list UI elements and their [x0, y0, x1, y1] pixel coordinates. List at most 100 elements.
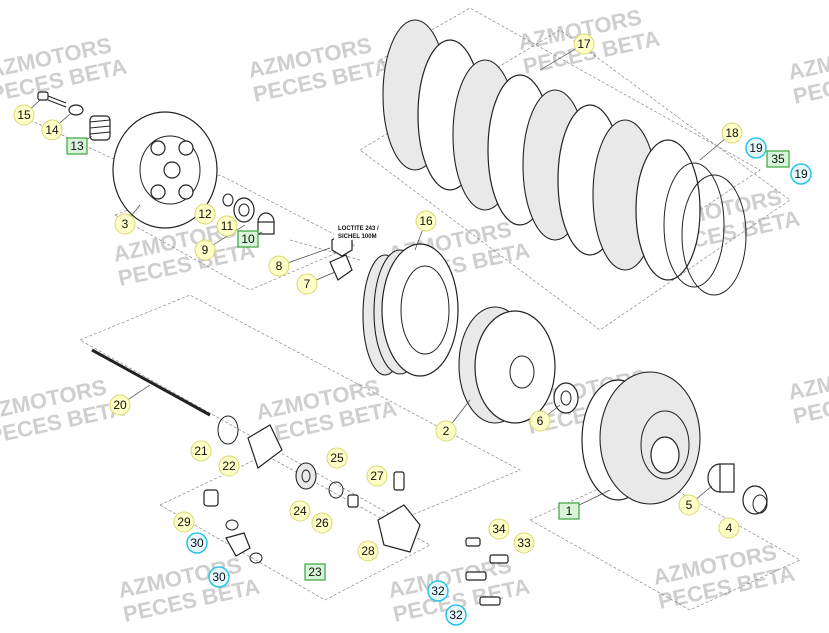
- callout-25: 25: [326, 447, 348, 469]
- bearing-part-11: [233, 197, 255, 223]
- callout-24-label: 24: [293, 504, 307, 518]
- callout-5: 5: [678, 494, 700, 516]
- callouts: 1 2 3 4 5 6 7 8 9 10 11 12 13 14 15 16 1…: [13, 33, 812, 626]
- callout-12: 12: [194, 203, 216, 225]
- callout-30b-label: 30: [212, 570, 226, 584]
- washer-part-14: [68, 104, 84, 116]
- loctite-note-line1: LOCTITE 243 /: [338, 226, 379, 232]
- callout-4: 4: [718, 517, 740, 539]
- callout-32b: 32: [445, 604, 467, 626]
- callout-33: 33: [513, 532, 535, 554]
- callout-9: 9: [194, 239, 216, 261]
- callout-24: 24: [289, 500, 311, 522]
- washer-part-30b: [249, 552, 263, 564]
- callout-30a: 30: [186, 532, 208, 554]
- callout-18-label: 18: [725, 126, 739, 140]
- callout-13: 13: [66, 137, 88, 155]
- callout-7: 7: [296, 273, 318, 295]
- callout-6-label: 6: [537, 414, 544, 428]
- pushrod-part-10: [257, 212, 275, 235]
- callout-11: 11: [216, 215, 238, 237]
- callout-19b-label: 19: [794, 167, 808, 181]
- needle-bearing-part-5: [707, 463, 735, 493]
- callout-22: 22: [218, 455, 240, 477]
- callout-23: 23: [304, 563, 326, 581]
- callout-32a: 32: [427, 580, 449, 602]
- cover-part-28: [377, 504, 421, 553]
- callout-3: 3: [114, 213, 136, 235]
- push-rod-part-20: [91, 348, 211, 417]
- callout-10: 10: [237, 230, 259, 248]
- callout-19b: 19: [790, 163, 812, 185]
- plate-part-18: [635, 139, 701, 281]
- callout-23-label: 23: [308, 565, 322, 579]
- washer-part-30: [225, 519, 239, 531]
- clutch-basket-part-1: [581, 371, 701, 505]
- callout-3-label: 3: [122, 217, 129, 231]
- inner-hub-part-2: [458, 306, 556, 424]
- callout-17: 17: [573, 33, 595, 55]
- callout-2-label: 2: [443, 424, 450, 438]
- callout-25-label: 25: [330, 451, 344, 465]
- callout-26-label: 26: [315, 516, 329, 530]
- callout-29: 29: [173, 511, 195, 533]
- gasket-part-22: [247, 424, 283, 469]
- callout-20: 20: [109, 394, 131, 416]
- callout-16: 16: [415, 210, 437, 232]
- o-ring-part-25: [328, 481, 344, 499]
- callout-35-label: 35: [771, 152, 785, 166]
- callout-28: 28: [357, 540, 379, 562]
- callout-28-label: 28: [361, 544, 375, 558]
- bolt-part-34: [465, 537, 481, 547]
- lock-washer-part-7: [329, 254, 353, 281]
- bolt-part-33: [489, 554, 509, 564]
- bushing-part-4: [742, 485, 768, 515]
- spring-part-13: [89, 115, 111, 141]
- gear-part-24: [295, 462, 317, 490]
- bolt-part-32b: [479, 596, 501, 606]
- ring-part-19b: [681, 174, 747, 296]
- callout-8: 8: [268, 255, 290, 277]
- callout-30a-label: 30: [190, 536, 204, 550]
- disc-pack-part-16: [362, 243, 459, 377]
- callout-21-label: 21: [194, 444, 208, 458]
- callout-27-label: 27: [370, 469, 384, 483]
- spring-part-26: [347, 494, 359, 508]
- o-ring-part-21: [217, 415, 239, 445]
- callout-12-label: 12: [198, 207, 212, 221]
- loctite-note-line2: SICHEL 100M: [338, 234, 377, 240]
- ring-part-19: [663, 162, 725, 288]
- callout-27: 27: [366, 465, 388, 487]
- bolt-part-32: [465, 571, 487, 581]
- callout-10-label: 10: [241, 232, 255, 246]
- callout-1: 1: [558, 502, 580, 520]
- callout-29-label: 29: [177, 515, 191, 529]
- callout-14: 14: [41, 119, 63, 141]
- callout-32a-label: 32: [431, 584, 445, 598]
- callout-7-label: 7: [304, 277, 311, 291]
- banjo-fitting-part-30: [225, 532, 251, 557]
- banjo-part-29: [203, 489, 219, 507]
- callout-1-label: 1: [566, 504, 573, 518]
- callout-20-label: 20: [113, 398, 127, 412]
- pressure-plate-part-3: [112, 111, 218, 229]
- callout-22-label: 22: [222, 459, 236, 473]
- callout-13-label: 13: [70, 139, 84, 153]
- callout-19a: 19: [745, 137, 767, 159]
- callout-15: 15: [13, 104, 35, 126]
- clutch-plates-part-17: [382, 19, 658, 271]
- callout-18: 18: [721, 122, 743, 144]
- callout-30b: 30: [208, 566, 230, 588]
- callout-16-label: 16: [419, 214, 433, 228]
- callout-8-label: 8: [276, 259, 283, 273]
- callout-5-label: 5: [686, 498, 693, 512]
- callout-35: 35: [766, 150, 790, 168]
- callout-34-label: 34: [492, 522, 506, 536]
- bolt-part-15: [37, 91, 67, 108]
- callout-21: 21: [190, 440, 212, 462]
- callout-14-label: 14: [45, 123, 59, 137]
- callout-33-label: 33: [517, 536, 531, 550]
- callout-15-label: 15: [17, 108, 31, 122]
